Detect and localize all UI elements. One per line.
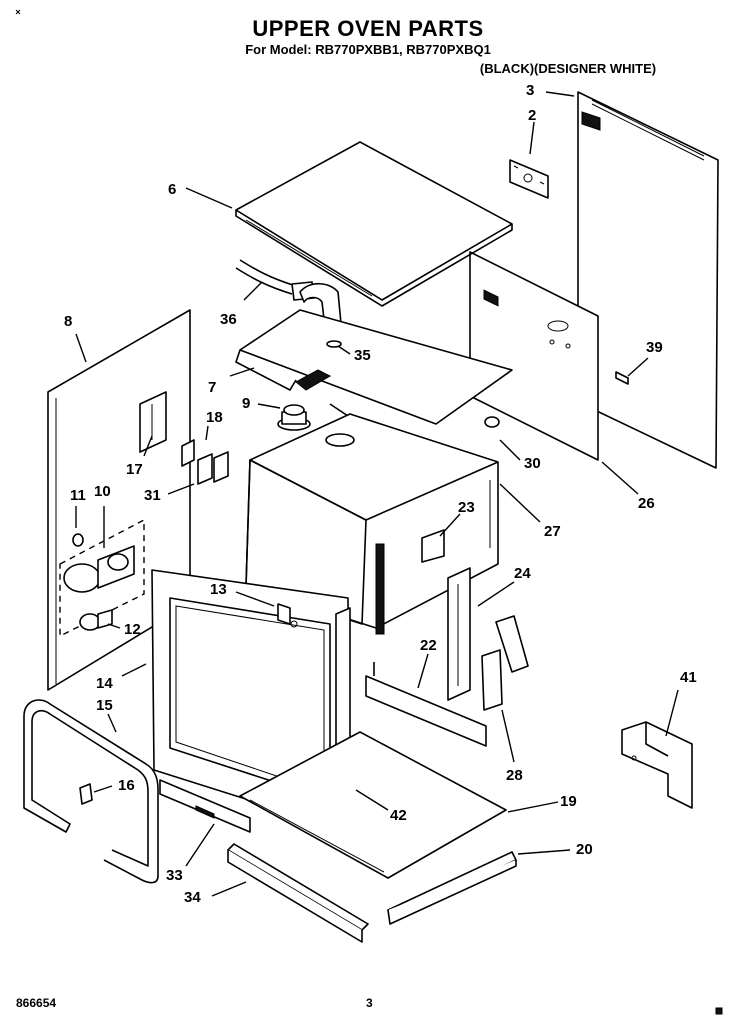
part-13-clip: [277, 603, 298, 628]
part-41-bracket: [621, 721, 693, 809]
leader-lines: [75, 91, 679, 897]
part-19-bottom-panel: [239, 731, 507, 879]
callout-3: 3: [526, 82, 534, 99]
callout-35: 35: [354, 347, 371, 364]
callout-7: 7: [208, 379, 216, 396]
callout-15: 15: [96, 697, 113, 714]
callout-31: 31: [144, 487, 161, 504]
callout-13: 13: [210, 581, 227, 598]
callout-26: 26: [638, 495, 655, 512]
callout-36: 36: [220, 311, 237, 328]
callout-42: 42: [390, 807, 407, 824]
callout-28: 28: [506, 767, 523, 784]
part-39-clip: [615, 371, 629, 385]
callout-20: 20: [576, 841, 593, 858]
callout-6: 6: [168, 181, 176, 198]
part-6-top-cover: [235, 141, 513, 307]
part-15-door-gasket: [23, 699, 159, 884]
callout-27: 27: [544, 523, 561, 540]
callout-22: 22: [420, 637, 437, 654]
diagram-title: UPPER OVEN PARTS: [252, 16, 484, 41]
document-number: 866654: [16, 996, 57, 1010]
part-31-switch: [197, 453, 213, 485]
callout-9: 9: [242, 395, 250, 412]
callout-24: 24: [514, 565, 531, 582]
callout-39: 39: [646, 339, 663, 356]
part-22-rail: [365, 662, 487, 747]
model-line: For Model: RB770PXBB1, RB770PXBQ1: [245, 42, 491, 57]
variant-line: (BLACK)(DESIGNER WHITE): [479, 61, 657, 76]
callout-33: 33: [166, 867, 183, 884]
callout-18: 18: [206, 409, 223, 426]
callout-30: 30: [524, 455, 541, 472]
callout-17: 17: [126, 461, 143, 478]
callout-2: 2: [528, 107, 536, 124]
callout-12: 12: [124, 621, 141, 638]
corner-mark: [15, 9, 21, 15]
callout-34: 34: [184, 889, 201, 906]
callout-23: 23: [458, 499, 475, 516]
callout-41: 41: [680, 669, 697, 686]
part-16-clip: [79, 783, 93, 805]
callout-8: 8: [64, 313, 72, 330]
callout-16: 16: [118, 777, 135, 794]
part-2-bracket: [509, 159, 549, 199]
callout-10: 10: [94, 483, 111, 500]
part-17-bracket: [139, 391, 167, 453]
callout-19: 19: [560, 793, 577, 810]
part-28-hinge: [481, 615, 529, 711]
part-18-switch: [181, 439, 229, 483]
part-11-nut: [72, 533, 84, 547]
page-number: 3: [366, 996, 373, 1010]
callout-14: 14: [96, 675, 113, 692]
part-34-lower-trim: [227, 843, 369, 943]
part-33-vent-trim: [159, 779, 251, 833]
part-24-hinge-bracket: [447, 567, 471, 701]
part-10-light-socket: [59, 518, 145, 638]
corner-mark: [715, 1007, 723, 1015]
callout-11: 11: [70, 487, 86, 504]
part-26-side-panel: [469, 251, 599, 461]
part-30-grommet: [484, 416, 500, 428]
part-9-burner-cap: [277, 404, 311, 431]
part-20-trim-strip: [387, 851, 517, 925]
part-23-plate: [421, 529, 445, 563]
part-3-rear-panel: [577, 91, 719, 469]
